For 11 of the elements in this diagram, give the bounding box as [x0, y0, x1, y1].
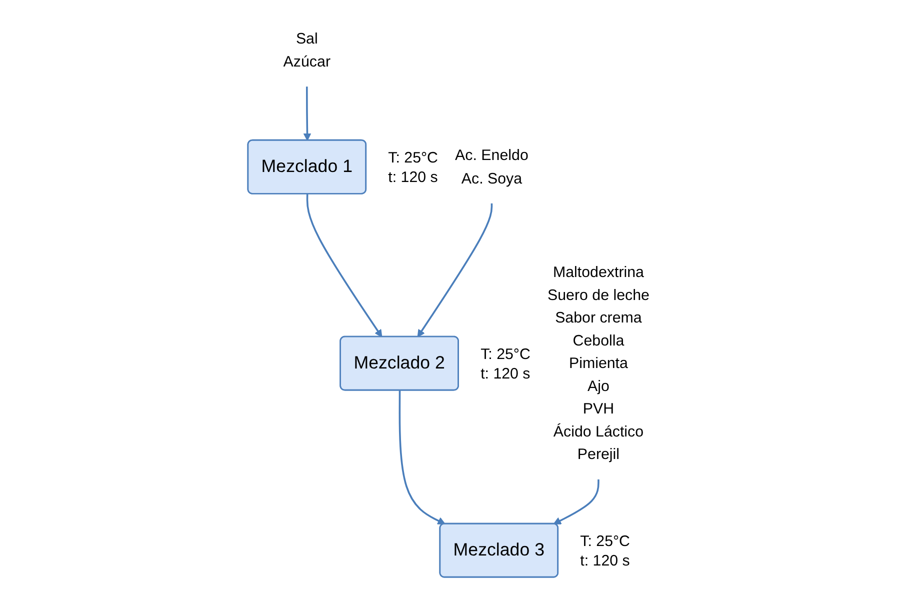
arrow [553, 478, 600, 524]
arrow [398, 390, 446, 524]
node-text: Maltodextrina Suero de leche Sabor crema Cebolla Pimienta Ajo PVH Ácido Láctico Perejil [547, 264, 650, 462]
process-parameters: T: 25°C t: 120 s [388, 149, 438, 186]
arrow [303, 86, 312, 141]
arrow [306, 194, 382, 338]
node-text: Sal Azúcar [283, 30, 330, 70]
process-parameters: T: 25°C t: 120 s [580, 532, 630, 570]
process-parameters: T: 25°C t: 120 s [480, 346, 530, 382]
arrow [417, 202, 493, 338]
node-text: Ac. Eneldo Ac. Soya [454, 146, 528, 186]
